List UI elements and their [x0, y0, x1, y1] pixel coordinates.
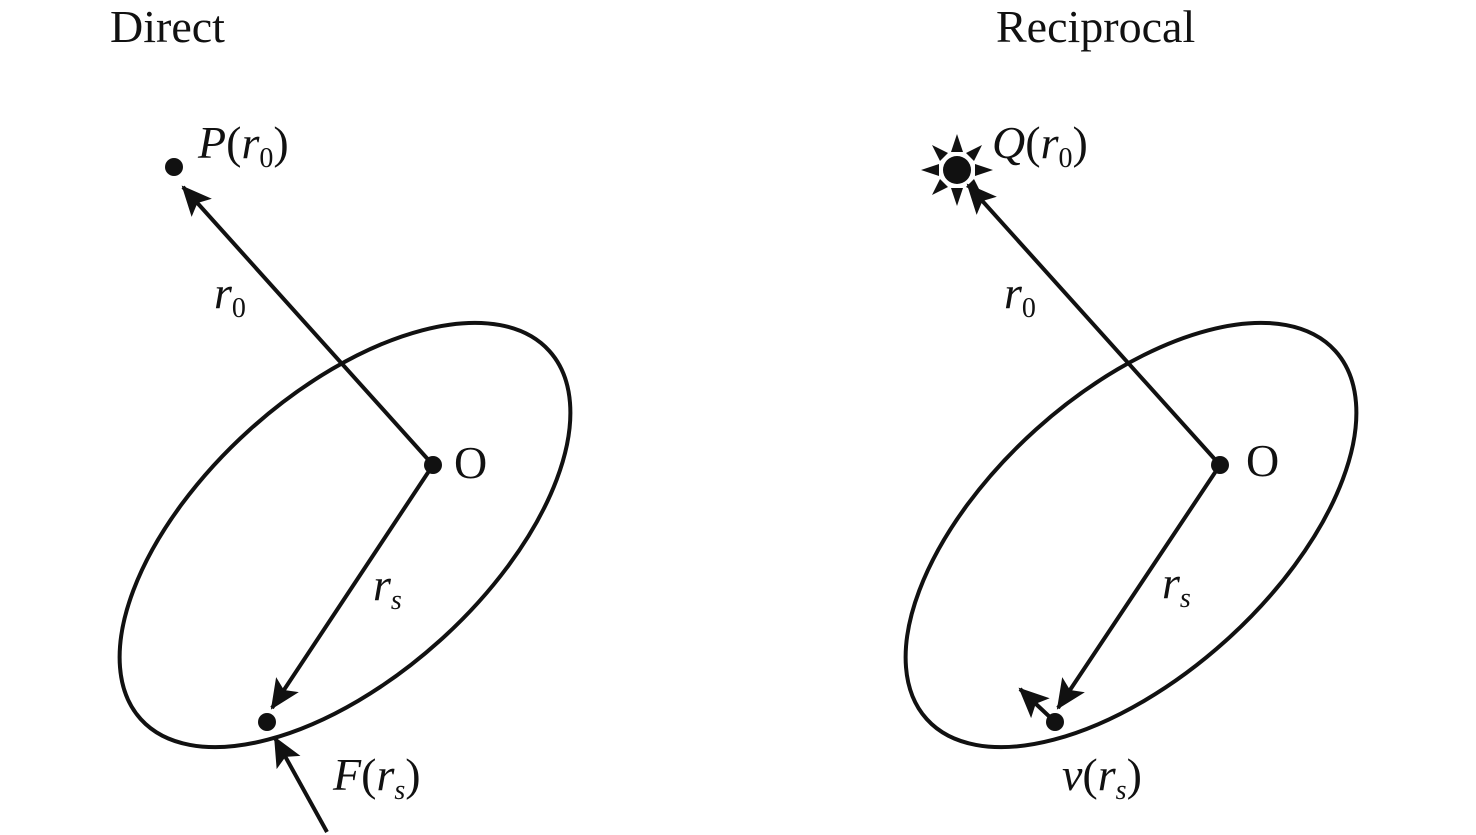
direct-r0-label: r0	[214, 267, 246, 324]
direct-point-p	[165, 158, 183, 176]
direct-source-label: F(rs)	[332, 749, 421, 806]
direct-panel: P(r0) r0 O rs F(rs)	[117, 117, 573, 833]
reciprocal-vector-rs	[1056, 463, 1222, 710]
panel-title-direct: Direct	[110, 1, 225, 52]
direct-vector-rs	[270, 463, 435, 710]
reciprocal-r0-label: r0	[1004, 267, 1036, 324]
reciprocal-rs-label: rs	[1162, 557, 1191, 614]
panel-title-reciprocal: Reciprocal	[996, 1, 1196, 52]
reciprocal-point-q-burst	[921, 134, 993, 206]
direct-force-arrow	[273, 736, 329, 833]
reciprocal-point-label: Q(r0)	[992, 117, 1088, 174]
direct-rs-label: rs	[373, 559, 402, 616]
reciprocal-source-label: v(rs)	[1062, 749, 1142, 806]
direct-vector-r0	[181, 185, 435, 467]
reciprocal-source-point	[1046, 713, 1064, 731]
reciprocal-origin-point	[1211, 456, 1229, 474]
reciprocal-vector-r0	[966, 183, 1222, 467]
reciprocal-boundary-ellipse	[903, 320, 1359, 750]
reciprocal-velocity-arrow	[1018, 687, 1055, 722]
direct-origin-label: O	[454, 437, 487, 488]
direct-boundary-ellipse	[117, 320, 573, 750]
reciprocal-panel: Q(r0) r0 O rs v(rs)	[903, 117, 1359, 806]
reciprocal-origin-label: O	[1246, 435, 1279, 486]
direct-origin-point	[424, 456, 442, 474]
direct-source-point	[258, 713, 276, 731]
direct-point-label: P(r0)	[197, 117, 289, 174]
